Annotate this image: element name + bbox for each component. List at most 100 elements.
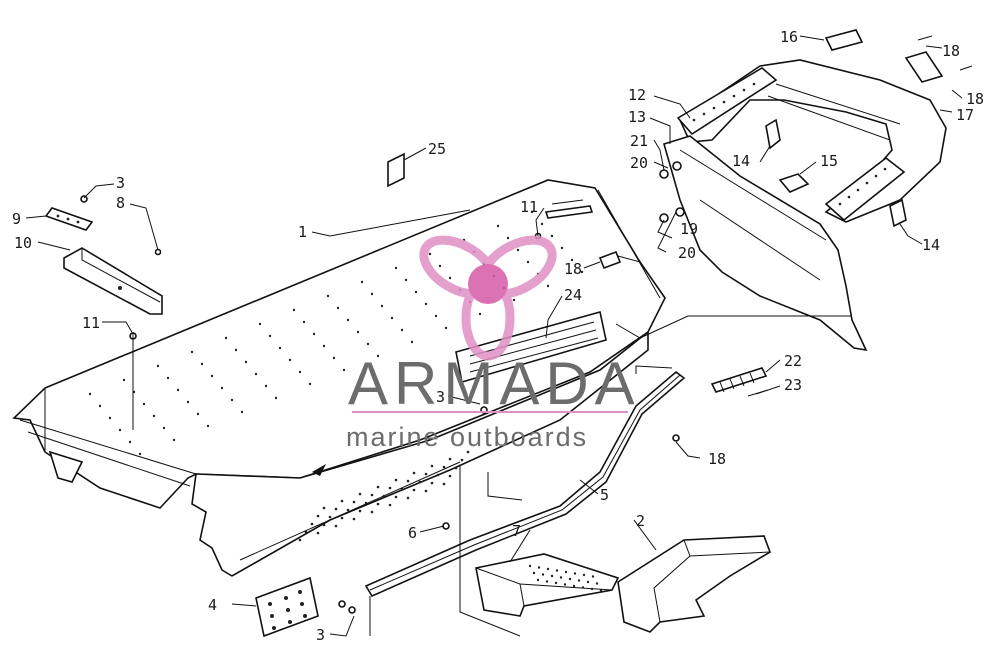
- rivet-hole: [570, 258, 574, 262]
- callout-1: 1: [298, 223, 307, 241]
- rivet-hole: [186, 400, 190, 404]
- vent-hole: [340, 516, 344, 520]
- rivet-hole: [224, 336, 228, 340]
- rivet-hole: [424, 302, 428, 306]
- step-hole: [586, 580, 590, 584]
- vent-hole: [304, 530, 308, 534]
- rivet-hole: [410, 340, 414, 344]
- vent-hole: [388, 503, 392, 507]
- vent-hole: [316, 531, 320, 535]
- rivet-hole: [526, 260, 530, 264]
- rivet-hole: [308, 382, 312, 386]
- vent-hole: [430, 481, 434, 485]
- rivet-hole: [322, 344, 326, 348]
- grip-hole: [838, 202, 842, 206]
- part-5-rail: [364, 370, 686, 598]
- callout-7: 7: [512, 522, 521, 540]
- grip-hole: [847, 195, 851, 199]
- part-11-strap: [544, 205, 594, 219]
- vent-hole: [310, 522, 314, 526]
- vent-hole: [394, 495, 398, 499]
- step-hole: [554, 581, 558, 585]
- rivet-hole: [210, 374, 214, 378]
- rivet-hole: [200, 362, 204, 366]
- vent-hole: [334, 507, 338, 511]
- grip-hole: [722, 100, 726, 104]
- step-hole: [536, 578, 540, 582]
- rivet-hole: [370, 292, 374, 296]
- callout-12: 12: [628, 86, 646, 104]
- step-hole: [599, 589, 603, 592]
- callout-23: 23: [784, 376, 802, 394]
- callout-22: 22: [784, 352, 802, 370]
- step-hole: [532, 571, 536, 575]
- part-14-left-clamp: [765, 118, 781, 150]
- rivet-hole: [142, 402, 146, 406]
- part-1-main-panel: [12, 179, 666, 577]
- vent-hole: [346, 508, 350, 512]
- vent-hole: [424, 472, 428, 476]
- rivet-hole: [288, 358, 292, 362]
- part-13-rear-panel: [663, 135, 868, 352]
- callout-14-left: 14: [732, 152, 750, 170]
- callout-11: 11: [82, 314, 100, 332]
- vent-hole: [442, 465, 446, 469]
- step-hole: [581, 586, 585, 589]
- callout-5: 5: [600, 486, 609, 504]
- vent-hole: [442, 482, 446, 486]
- rivet-hole: [376, 354, 380, 358]
- rivet-hole: [138, 452, 142, 456]
- watermark-title: ARMADA: [348, 350, 641, 417]
- rivet-hole: [438, 264, 442, 268]
- rivet-hole: [404, 278, 408, 282]
- rivet-hole: [580, 270, 584, 274]
- rivet-hole: [540, 222, 544, 226]
- callout-16: 16: [780, 28, 798, 46]
- callout-9: 9: [12, 210, 21, 228]
- grip-hole: [742, 88, 746, 92]
- callout-3-middle: 3: [436, 388, 445, 406]
- grip-hole: [874, 174, 878, 178]
- vent-hole: [406, 496, 410, 500]
- rivet-hole: [254, 372, 258, 376]
- callout-19: 19: [680, 220, 698, 238]
- rivet-hole: [478, 312, 482, 316]
- callout-18-right: 18: [966, 90, 984, 108]
- rivet-hole: [244, 360, 248, 364]
- part-4-plate: [255, 576, 319, 638]
- grip-hole: [752, 82, 756, 86]
- callout-10: 10: [14, 234, 32, 252]
- rivet-hole: [118, 428, 122, 432]
- callout-25: 25: [428, 140, 446, 158]
- vent-hole: [466, 450, 470, 454]
- rivet-hole: [428, 252, 432, 256]
- rivet-hole: [326, 294, 330, 298]
- rivet-hole: [268, 334, 272, 338]
- rivet-hole: [496, 224, 500, 228]
- step-hole: [564, 570, 568, 574]
- rivet-hole: [176, 388, 180, 392]
- step-hole: [590, 587, 594, 591]
- rivet-hole: [448, 276, 452, 280]
- vent-hole: [370, 510, 374, 514]
- step-hole: [563, 583, 567, 586]
- vent-hole: [460, 458, 464, 462]
- step-hole: [595, 582, 599, 585]
- rivet-hole: [128, 440, 132, 444]
- callout-4: 4: [208, 596, 217, 614]
- step-hole: [546, 567, 550, 571]
- vent-hole: [322, 523, 326, 527]
- vent-hole: [400, 487, 404, 491]
- callout-18: 18: [564, 260, 582, 278]
- rivet-hole: [336, 306, 340, 310]
- vent-hole: [352, 517, 356, 521]
- rivet-hole: [546, 284, 550, 288]
- step-hole: [573, 572, 577, 575]
- step-hole: [568, 577, 572, 581]
- rivet-hole: [366, 342, 370, 346]
- part-15-clip: [778, 173, 810, 193]
- callout-3-lower: 3: [316, 626, 325, 644]
- vent-hole: [358, 492, 362, 496]
- vent-hole: [352, 500, 356, 504]
- callout-17: 17: [956, 106, 974, 124]
